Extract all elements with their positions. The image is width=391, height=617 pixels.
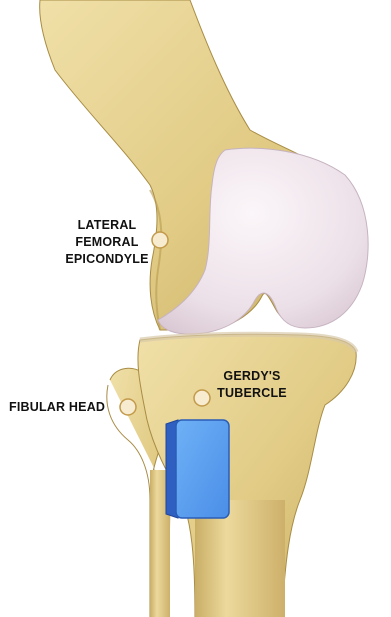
label-line: FEMORAL	[62, 234, 152, 251]
label-line: LATERAL	[62, 217, 152, 234]
label-line: TUBERCLE	[212, 385, 292, 402]
fibular-head-landmark-dot-icon[interactable]	[120, 399, 136, 415]
blue-block-icon[interactable]	[166, 420, 229, 518]
fibular-head-label: FIBULAR HEAD	[9, 399, 105, 416]
lateral-femoral-epicondyle-landmark-dot-icon[interactable]	[152, 232, 168, 248]
label-line: EPICONDYLE	[62, 251, 152, 268]
gerdys-tubercle-label: GERDY'S TUBERCLE	[212, 368, 292, 402]
lateral-femoral-epicondyle-label: LATERAL FEMORAL EPICONDYLE	[62, 217, 152, 268]
gerdys-tubercle-landmark-dot-icon[interactable]	[194, 390, 210, 406]
label-line: GERDY'S	[212, 368, 292, 385]
